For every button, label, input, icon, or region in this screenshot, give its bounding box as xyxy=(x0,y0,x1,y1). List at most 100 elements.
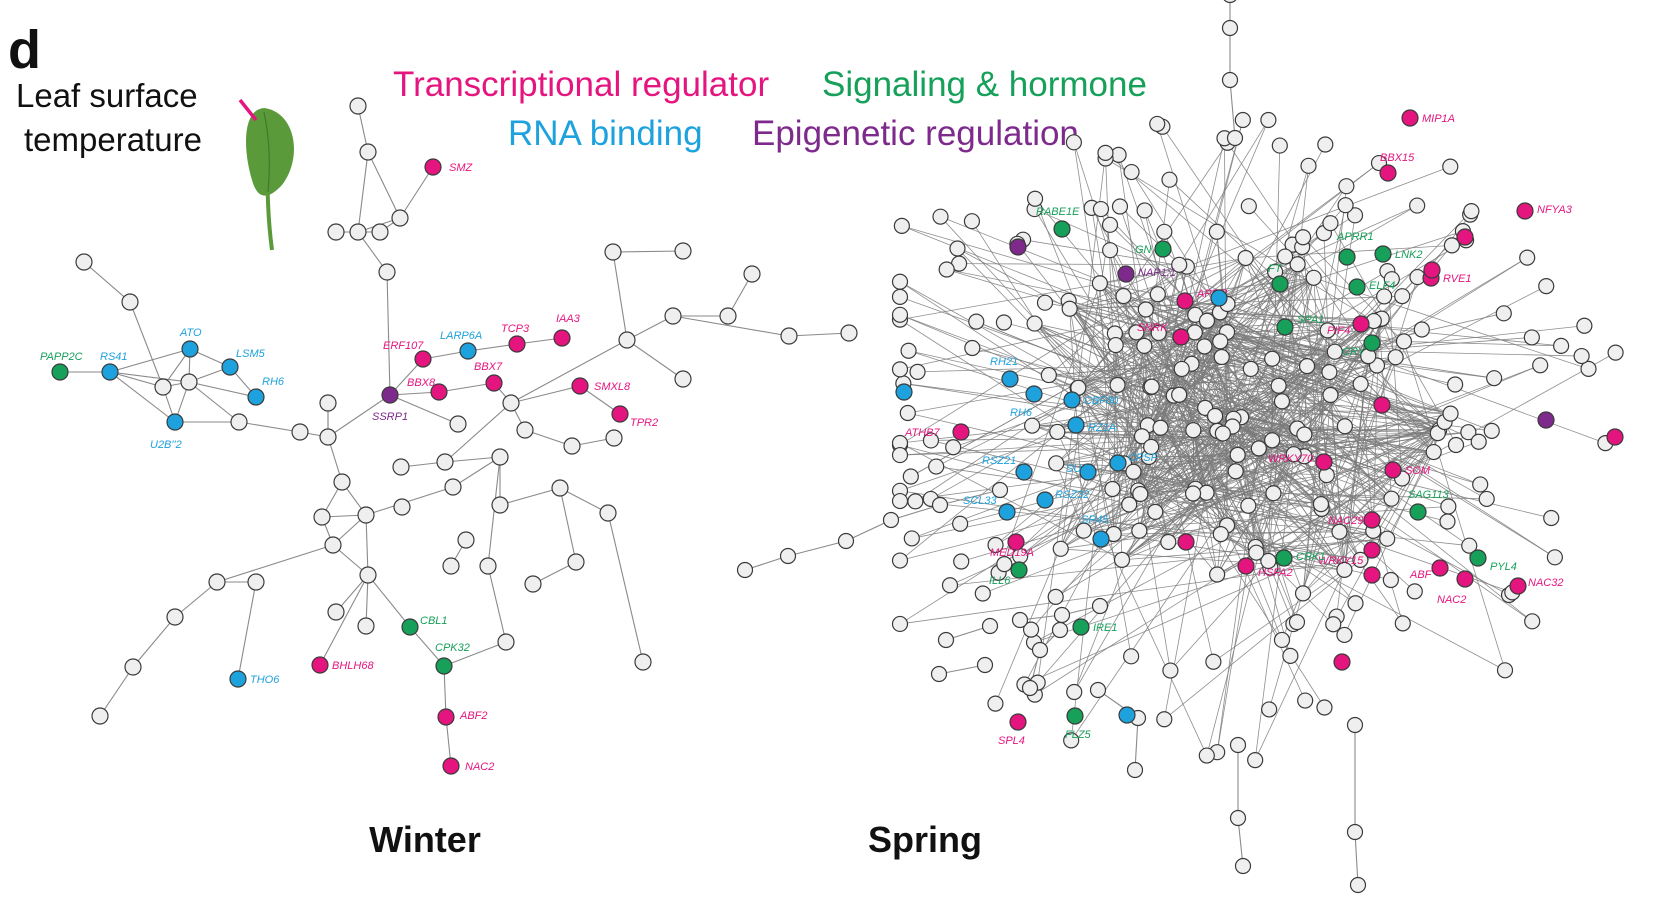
spring-node xyxy=(1143,378,1160,395)
spring-node xyxy=(1447,436,1465,454)
spring-node xyxy=(1483,422,1500,439)
spring-edge xyxy=(1055,463,1085,531)
winter-edge xyxy=(174,581,218,618)
spring-node xyxy=(1346,207,1364,224)
spring-node xyxy=(968,313,985,330)
winter-node xyxy=(327,223,345,241)
winter-node-cbl1 xyxy=(401,618,419,636)
spring-edge xyxy=(1112,433,1224,490)
winter-label-iaa3: IAA3 xyxy=(556,313,581,325)
spring-label-nap1-1: NAP1;1 xyxy=(1138,267,1176,279)
winter-label-ato: ATO xyxy=(179,327,202,339)
spring-edge xyxy=(1160,138,1225,428)
winter-edge xyxy=(626,339,684,380)
spring-node xyxy=(1317,136,1334,153)
spring-node-spl4 xyxy=(1009,713,1027,731)
spring-node-cpsf xyxy=(1109,454,1127,472)
spring-node xyxy=(1226,129,1244,147)
spring-node xyxy=(1294,585,1312,602)
winter-node-papp2c xyxy=(51,363,69,381)
spring-node xyxy=(1271,137,1288,154)
spring-edge xyxy=(1227,142,1435,453)
spring-node xyxy=(1221,71,1239,89)
spring-node xyxy=(1326,343,1343,360)
spring-node xyxy=(893,217,910,235)
spring-node xyxy=(1394,615,1411,632)
winter-node xyxy=(371,223,389,241)
spring-edge xyxy=(1206,364,1541,494)
spring-edge xyxy=(971,220,1079,388)
spring-edge xyxy=(1301,246,1396,358)
spring-node xyxy=(1553,337,1570,354)
spring-node-wrky70 xyxy=(1315,453,1333,471)
spring-node xyxy=(1107,336,1124,354)
winter-edge xyxy=(188,381,257,398)
spring-edge xyxy=(1077,152,1106,389)
spring-node xyxy=(1260,111,1277,129)
spring-node xyxy=(1115,287,1132,305)
spring-node xyxy=(1091,597,1109,615)
winter-edge xyxy=(237,581,257,680)
spring-node xyxy=(1519,249,1536,266)
leaf-caption-line-2: temperature xyxy=(24,121,202,158)
spring-node-rsz21 xyxy=(1015,463,1033,481)
spring-node xyxy=(937,631,955,649)
spring-node xyxy=(1312,495,1330,513)
winter-node xyxy=(491,496,509,514)
spring-node xyxy=(1349,876,1367,894)
spring-node xyxy=(1051,621,1069,639)
spring-node xyxy=(1337,197,1354,214)
spring-edge xyxy=(1139,144,1326,495)
spring-node xyxy=(1097,144,1114,161)
spring-node xyxy=(1346,716,1364,734)
spring-node-athb7 xyxy=(952,423,970,441)
winter-edge xyxy=(612,250,684,253)
spring-node xyxy=(1297,692,1314,709)
spring-node xyxy=(1156,223,1173,240)
winter-node-smxl8 xyxy=(571,377,589,395)
spring-edge xyxy=(899,394,1331,444)
spring-node xyxy=(1214,425,1231,442)
spring-node xyxy=(1109,376,1126,394)
winter-node xyxy=(378,263,396,281)
spring-edge xyxy=(1186,166,1451,268)
spring-node-flz5 xyxy=(1066,707,1084,725)
legend-transcriptional-regulator: Transcriptional regulator xyxy=(393,65,769,104)
spring-edge xyxy=(1048,337,1532,376)
spring-edge xyxy=(1216,352,1616,575)
spring-node xyxy=(1031,641,1049,659)
winter-label-erf107: ERF107 xyxy=(383,340,424,352)
spring-node xyxy=(928,458,945,475)
spring-node xyxy=(1136,202,1153,219)
spring-label-sag113: SAG113 xyxy=(1408,489,1450,501)
winter-node xyxy=(442,557,460,575)
spring-node xyxy=(891,288,909,305)
spring-edge xyxy=(907,412,1125,464)
winter-edge xyxy=(444,402,512,463)
spring-node xyxy=(1413,321,1430,338)
winter-edge xyxy=(109,348,191,373)
winter-node xyxy=(743,265,761,283)
spring-node xyxy=(1207,407,1224,425)
winter-node-ato xyxy=(181,340,199,358)
spring-edge xyxy=(1258,448,1416,592)
winter-node xyxy=(674,370,692,388)
winter-node xyxy=(319,428,337,446)
legend-epigenetic-regulation: Epigenetic regulation xyxy=(752,114,1079,153)
spring-edge xyxy=(953,368,1182,448)
spring-label-nac32: NAC32 xyxy=(1528,577,1563,589)
spring-node xyxy=(1126,761,1144,779)
spring-node xyxy=(941,577,959,594)
spring-node xyxy=(891,273,909,290)
spring-node xyxy=(1136,337,1153,354)
spring-edge xyxy=(998,283,1101,573)
spring-edge xyxy=(1170,560,1269,671)
spring-node-bbx15 xyxy=(1379,164,1397,182)
spring-node xyxy=(1336,418,1353,435)
spring-edge xyxy=(1320,429,1440,505)
spring-edge xyxy=(1297,264,1345,570)
spring-node xyxy=(1212,333,1229,350)
spring-node xyxy=(891,361,909,378)
winter-label-bhlh68: BHLH68 xyxy=(332,660,374,672)
spring-node xyxy=(900,342,917,359)
